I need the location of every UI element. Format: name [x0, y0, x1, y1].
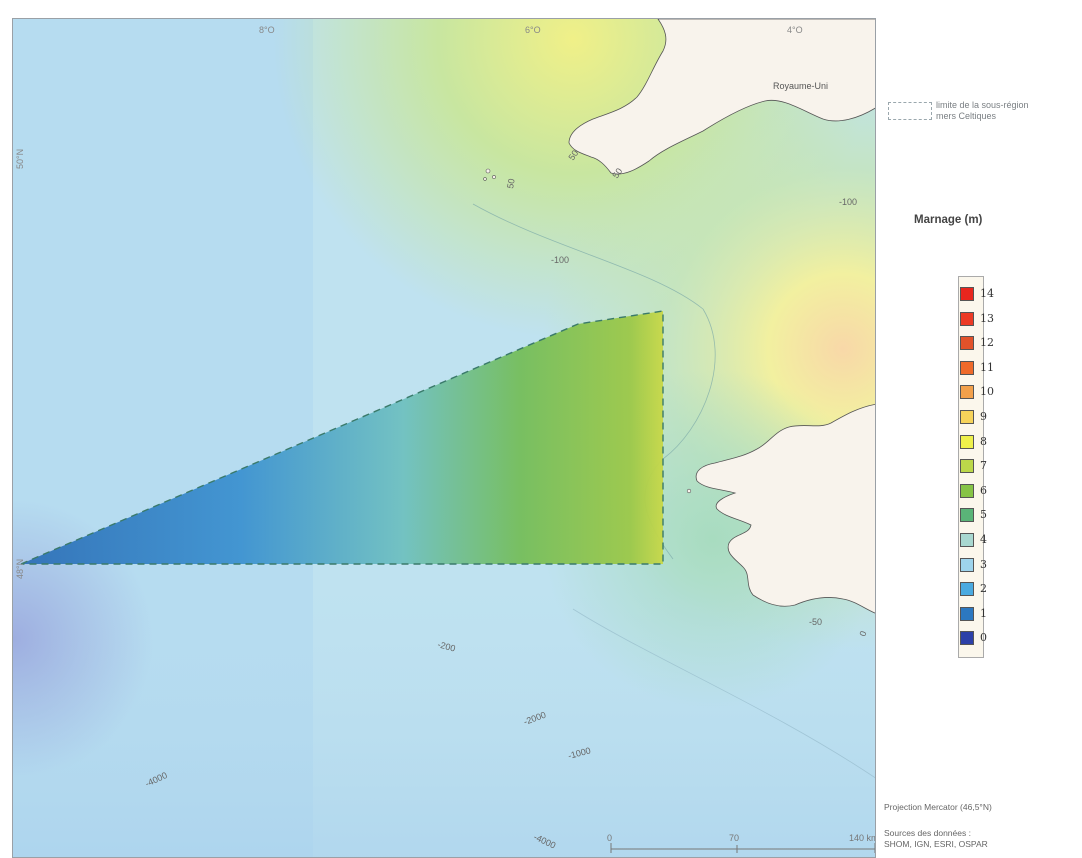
scale-label: 140 km: [849, 833, 876, 843]
sources-label: Sources des données :: [884, 828, 971, 838]
sources-text: SHOM, IGN, ESRI, OSPAR: [884, 839, 988, 849]
graticule-label: 50°N: [15, 149, 25, 169]
legend-label: 13: [980, 311, 994, 325]
legend-item-1: 1: [960, 604, 1060, 624]
legend-item-4: 4: [960, 530, 1060, 550]
legend-swatch: [960, 582, 974, 597]
legend-item-2: 2: [960, 579, 1060, 599]
legend-item-14: 14: [960, 284, 1060, 304]
dashed-boundary-swatch: [888, 102, 932, 120]
scale-bar: 0 70 140 km: [607, 833, 876, 853]
country-label: Royaume-Uni: [773, 81, 828, 91]
graticule-label: 48°N: [15, 559, 25, 579]
legend-swatch: [960, 533, 974, 547]
legend-swatch: [960, 336, 974, 351]
legend-swatch: [960, 434, 974, 449]
ushant-isle: [686, 488, 692, 494]
legend-item-13: 13: [960, 309, 1060, 329]
legend-label: 0: [980, 631, 987, 645]
legend-label: 4: [980, 533, 987, 546]
graticule-label: 4°O: [787, 25, 803, 35]
legend-swatch: [960, 557, 974, 572]
legend-label: 6: [980, 483, 987, 497]
legend-boundary-entry: limite de la sous-région mers Celtiques: [886, 98, 1082, 134]
isobath-line: [572, 608, 875, 779]
legend-swatch: [960, 631, 974, 646]
legend-label: 3: [980, 557, 987, 571]
graticule-label: 6°O: [525, 25, 541, 35]
legend-swatch: [960, 483, 974, 498]
isobath-label: -200: [436, 639, 456, 653]
legend-label: 8: [980, 434, 987, 448]
legend-label: 7: [980, 459, 987, 473]
legend-item-9: 9: [960, 407, 1060, 427]
legend-label: 11: [980, 360, 994, 374]
isobath-label: -100: [551, 255, 569, 265]
legend-title: Marnage (m): [914, 214, 983, 226]
legend-swatch: [960, 311, 974, 326]
legend-label: 9: [980, 410, 987, 423]
legend-label: 2: [980, 582, 987, 596]
map-frame: Royaume-Uni 8°O 6°O 4°O 50°N 48°N 50 50 …: [12, 18, 876, 858]
legend-item-10: 10: [960, 382, 1060, 402]
legend-item-6: 6: [960, 481, 1060, 501]
isobath-label: 50: [566, 148, 580, 162]
legend-swatch: [960, 360, 974, 375]
projection-note: Projection Mercator (46,5°N): [884, 802, 992, 812]
legend-item-5: 5: [960, 505, 1060, 525]
isobath-label: -50: [809, 617, 822, 627]
legend-label: 1: [980, 606, 987, 620]
legend-item-11: 11: [960, 358, 1060, 378]
scilly-isle: [483, 177, 487, 181]
legend-item-0: 0: [960, 628, 1060, 648]
legend-boundary-label: limite de la sous-région mers Celtiques: [936, 100, 1029, 121]
legend-panel: limite de la sous-région mers Celtiques …: [878, 18, 1082, 858]
isobath-label: 50: [505, 178, 517, 190]
legend-swatch: [960, 508, 974, 523]
scilly-isle: [492, 175, 496, 179]
scale-label: 0: [607, 833, 612, 843]
legend-label: 12: [980, 336, 994, 350]
isobath-label: -100: [839, 197, 857, 207]
uk-land: [568, 19, 875, 175]
legend-swatch: [960, 606, 974, 621]
legend-label: 14: [980, 287, 994, 300]
legend-swatch: [960, 459, 974, 474]
isobath-label: 50: [610, 166, 624, 180]
celtic-seas-subregion: [21, 311, 663, 564]
legend-label: 10: [980, 385, 994, 399]
legend-item-8: 8: [960, 432, 1060, 452]
legend-item-3: 3: [960, 555, 1060, 575]
legend-item-7: 7: [960, 456, 1060, 476]
graticule-label: 8°O: [259, 25, 275, 35]
isobath-label: 0: [857, 630, 868, 638]
scilly-isle: [485, 168, 491, 174]
legend-item-12: 12: [960, 333, 1060, 353]
france-land: [695, 404, 875, 614]
legend-swatch: [960, 287, 974, 301]
scale-label: 70: [729, 833, 739, 843]
legend-swatch: [960, 410, 974, 424]
legend-swatch: [960, 385, 974, 400]
legend-label: 5: [980, 508, 987, 522]
